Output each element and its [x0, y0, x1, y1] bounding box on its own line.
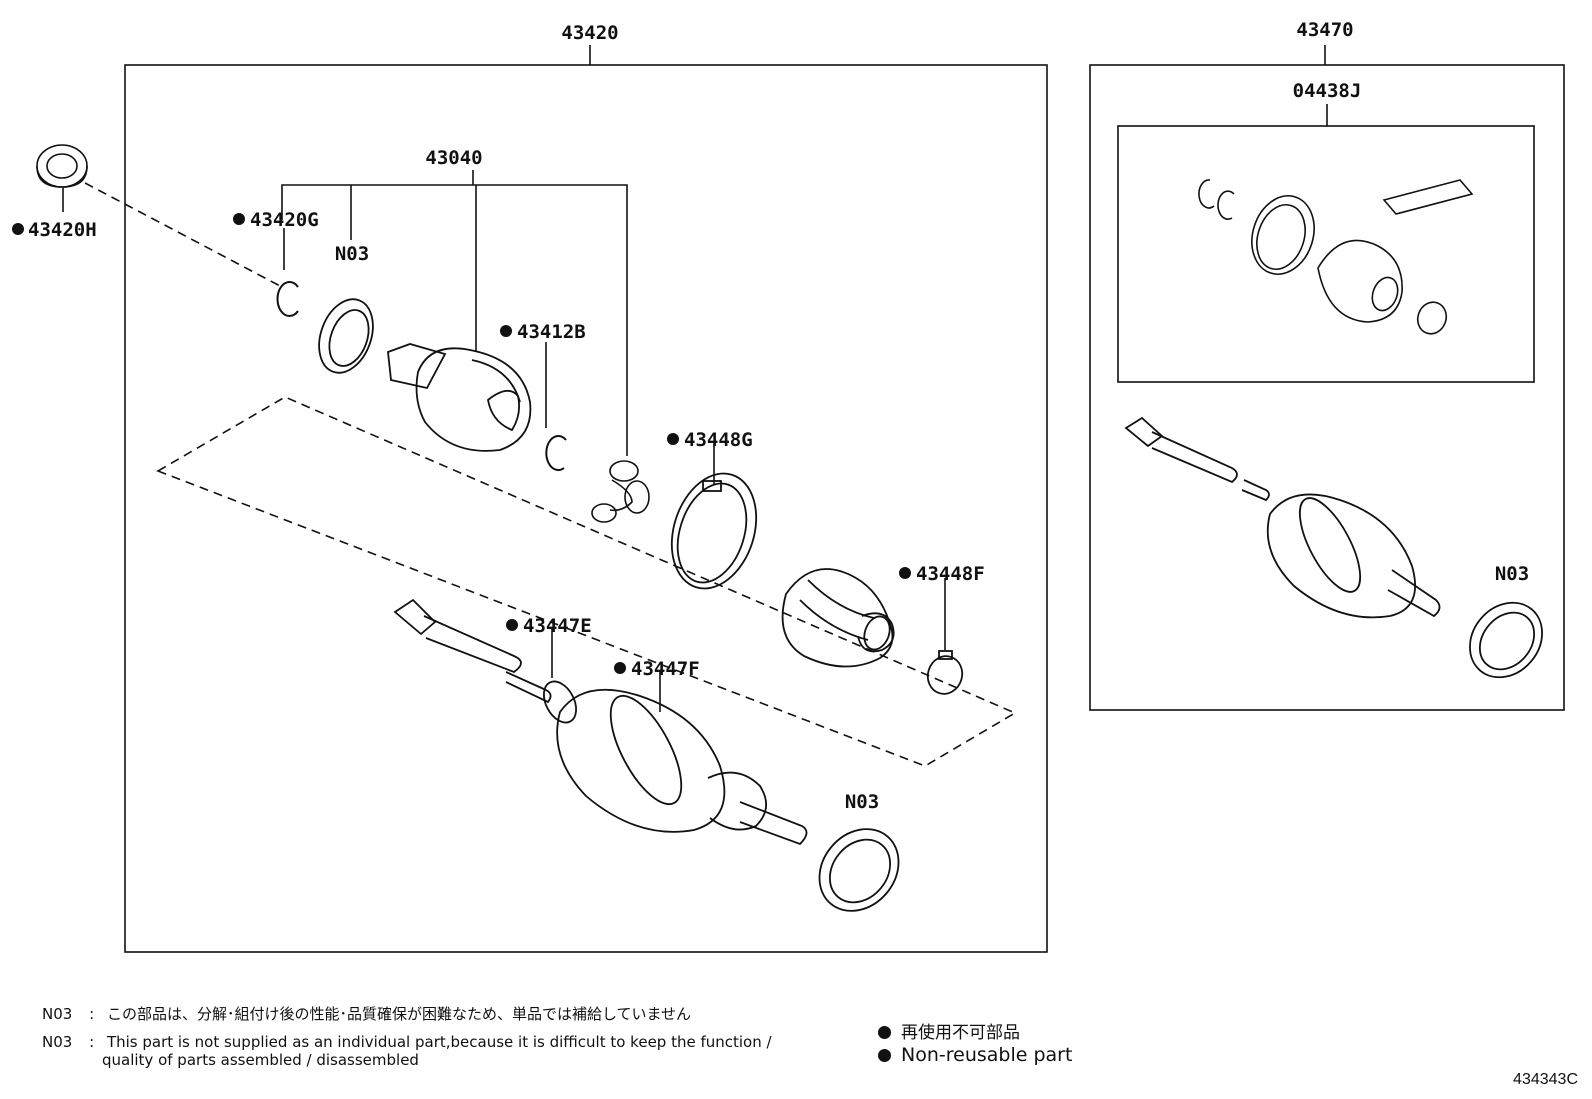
label-43448F: 43448F [916, 563, 985, 585]
note-en-code: N03 [42, 1033, 73, 1051]
label-43447E: 43447E [523, 615, 592, 637]
figure-id: 434343C [1513, 1071, 1578, 1088]
non-reusable-dot [500, 325, 512, 337]
seal-n03-bottom-part [818, 828, 900, 912]
label-43448G: 43448G [684, 429, 753, 451]
main-assembly-frame [124, 64, 1048, 953]
non-reusable-dot [667, 433, 679, 445]
kit-frame [1117, 125, 1535, 383]
note-jp: N03 : この部品は、分解･組付け後の性能･品質確保が困難なため、単品では補給… [42, 1006, 691, 1023]
legend-jp: 再使用不可部品 [878, 1018, 1020, 1043]
label-n03-bottom: N03 [845, 791, 879, 813]
bracket-43040 [281, 184, 628, 456]
label-43040: 43040 [425, 147, 482, 169]
boot-part [781, 568, 895, 668]
note-en-sep: : [89, 1033, 95, 1051]
note-jp-sep: : [89, 1005, 95, 1023]
note-en: N03 : This part is not supplied as an in… [42, 1034, 772, 1051]
label-43420H: 43420H [28, 219, 97, 241]
bearing-part [36, 144, 88, 188]
label-n03-top: N03 [335, 243, 369, 265]
non-reusable-dot [899, 567, 911, 579]
legend-dot-en [878, 1049, 891, 1062]
legend-jp-text: 再使用不可部品 [901, 1023, 1020, 1043]
label-n03-right: N03 [1495, 563, 1529, 585]
clamp-f-part [926, 650, 964, 695]
non-reusable-dot [506, 619, 518, 631]
dashed-boundary [156, 396, 1017, 767]
clamp-g-part [670, 472, 758, 590]
note-en-line2: quality of parts assembled / disassemble… [102, 1052, 419, 1069]
right-assembly-frame [1089, 64, 1565, 711]
kit-parts [1198, 179, 1474, 335]
dashed-leader-bearing [84, 182, 283, 288]
right-shaft-part [1124, 416, 1441, 619]
legend-en-text: Non-reusable part [901, 1044, 1073, 1066]
note-jp-code: N03 [42, 1005, 73, 1023]
note-jp-text: この部品は、分解･組付け後の性能･品質確保が困難なため、単品では補給していません [106, 1005, 692, 1023]
non-reusable-dot [614, 662, 626, 674]
non-reusable-dot [12, 223, 24, 235]
label-43420: 43420 [561, 22, 618, 44]
note-en-text-2: quality of parts assembled / disassemble… [102, 1051, 419, 1069]
label-43447F: 43447F [631, 658, 700, 680]
label-43420G: 43420G [250, 209, 319, 231]
outer-race-housing-part [387, 343, 532, 452]
label-43412B: 43412B [517, 321, 586, 343]
non-reusable-dot [233, 213, 245, 225]
label-04438J: 04438J [1293, 80, 1362, 102]
seal-n03-top-part [318, 298, 374, 374]
legend-dot-jp [878, 1026, 891, 1039]
label-43470: 43470 [1296, 19, 1353, 41]
seal-n03-right-part [1469, 601, 1543, 679]
snap-ring-g-part [276, 281, 299, 317]
drive-shaft-part [393, 598, 808, 846]
note-en-text-1: This part is not supplied as an individu… [106, 1033, 772, 1051]
legend-en: Non-reusable part [878, 1044, 1072, 1066]
tripod-part [591, 460, 650, 523]
snap-ring-b-part [545, 435, 567, 471]
